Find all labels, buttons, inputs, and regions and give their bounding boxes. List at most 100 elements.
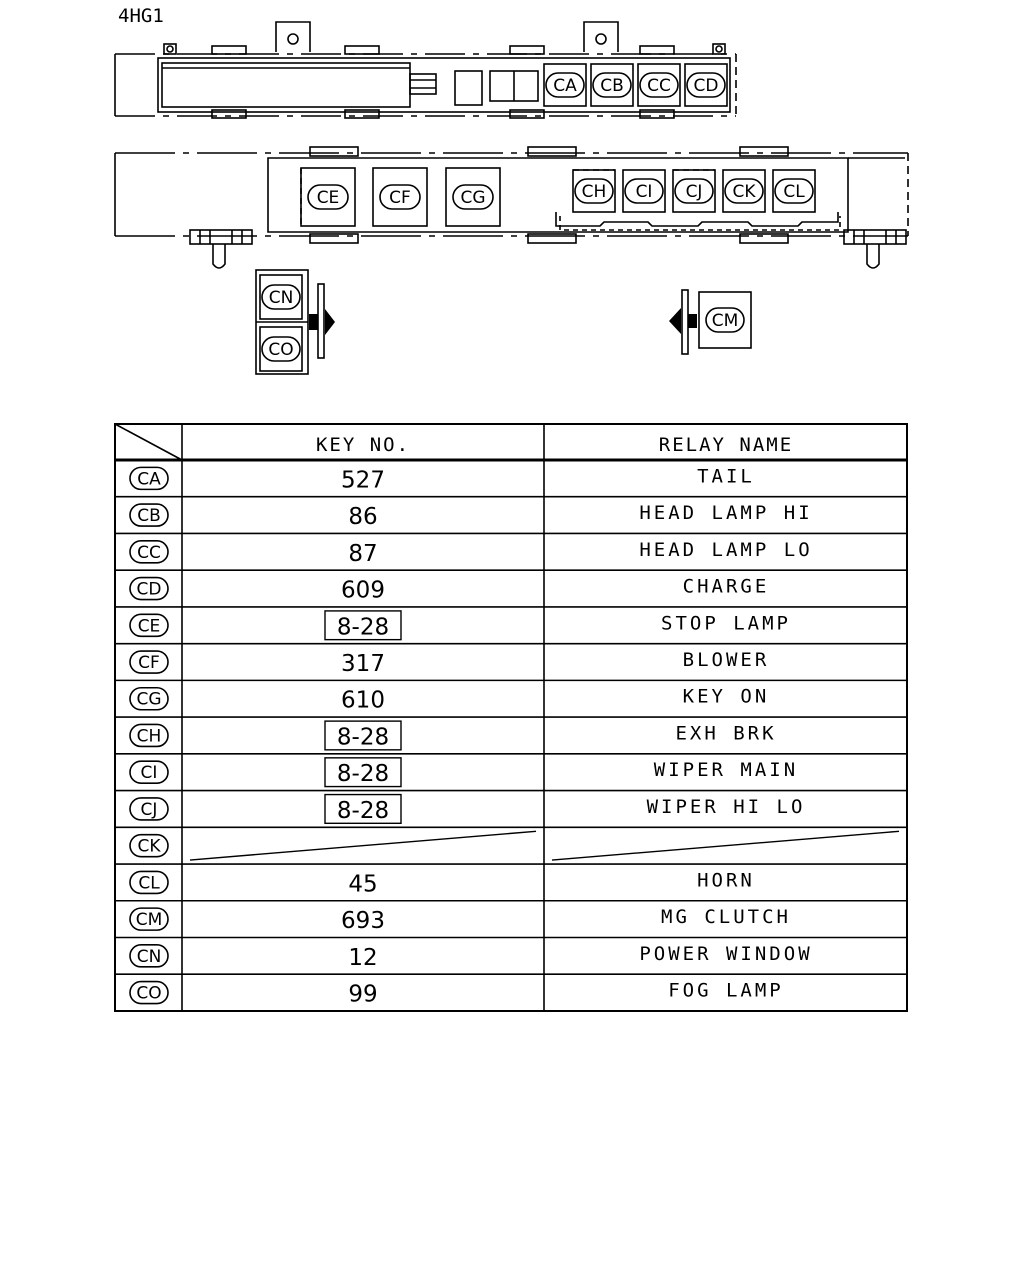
row-key-no: 45 (348, 871, 377, 897)
row-code-pill (129, 870, 169, 895)
table-row: CL 45 HORN (115, 869, 907, 902)
row-code: CD (137, 580, 162, 600)
connector-co-label: CO (268, 340, 293, 360)
row-relay-name: EXH BRK (675, 722, 776, 744)
left-relay-stack (255, 269, 325, 375)
row-relay-name: CHARGE (683, 576, 770, 598)
table-row: CK (115, 830, 907, 865)
row-relay-name: TAIL (697, 465, 755, 487)
row-key-no: 86 (348, 504, 377, 530)
connector-ca: CA (545, 72, 585, 98)
row-key-no: 610 (341, 688, 385, 714)
key-box (324, 793, 402, 825)
row-code-pill (129, 540, 169, 564)
key-box (324, 720, 402, 751)
connector-ck: CK (724, 178, 764, 204)
table-rows: CA 527 TAIL CB 86 HEAD LAMP HI CC 87 HEAD LAMP L… (115, 465, 907, 1008)
connector-cn-label: CN (269, 288, 294, 308)
connector-cd: CD (686, 72, 726, 98)
connector-cd-label: CD (694, 76, 719, 96)
connector-cc: CC (639, 72, 679, 98)
row-code: CF (138, 653, 160, 673)
row-relay-name: WIPER MAIN (654, 759, 798, 781)
model-label: 4HG1 (118, 5, 164, 27)
connector-cb-label: CB (600, 76, 624, 96)
row-code-pill (129, 723, 169, 748)
row-code: CH (137, 726, 162, 746)
row-key-no: 317 (341, 651, 385, 677)
row-code: CL (138, 873, 160, 893)
row-key-no: 8-28 (337, 614, 389, 640)
empty-name-slash (551, 830, 900, 861)
key-box (324, 757, 402, 788)
row-code: CA (137, 469, 161, 489)
connector-ca-label: CA (553, 76, 577, 96)
connector-ci: CI (624, 178, 664, 204)
connector-ch: CH (574, 178, 614, 204)
row-code: CI (141, 763, 158, 783)
right-single-arrow (669, 308, 697, 334)
row-relay-name: WIPER HI LO (647, 796, 806, 818)
top-relay-block (114, 21, 737, 119)
row-code: CB (137, 506, 161, 526)
table-row: CJ 8-28 WIPER HI LO (115, 793, 907, 829)
row-code-pill (129, 980, 169, 1005)
row-key-no: 12 (348, 945, 377, 971)
row-relay-name: HEAD LAMP LO (639, 539, 812, 561)
row-code-pill (129, 797, 169, 821)
table-row: CB 86 HEAD LAMP HI (115, 502, 907, 535)
connector-cb: CB (592, 72, 632, 98)
row-code-pill (129, 613, 169, 638)
table-row: CC 87 HEAD LAMP LO (115, 539, 907, 571)
table-row: CI 8-28 WIPER MAIN (115, 757, 907, 792)
row-code: CC (137, 543, 161, 563)
connector-cn: CN (261, 284, 301, 310)
row-code-pill (129, 833, 169, 858)
connector-cf: CF (379, 184, 421, 210)
row-relay-name: MG CLUTCH (661, 906, 791, 928)
corner-diagonal (114, 423, 183, 461)
row-key-no: 87 (348, 541, 377, 567)
connector-ck-label: CK (732, 182, 756, 202)
table-row: CA 527 TAIL (115, 465, 907, 498)
row-relay-name: POWER WINDOW (639, 943, 812, 965)
row-code: CK (137, 837, 161, 857)
row-code: CM (136, 910, 163, 930)
connector-cg: CG (452, 184, 494, 210)
table-row: CM 693 MG CLUTCH (115, 906, 907, 939)
row-key-no: 609 (341, 578, 385, 604)
row-key-no: 99 (348, 982, 377, 1008)
row-key-no: 8-28 (337, 724, 389, 750)
table-row: CH 8-28 EXH BRK (115, 720, 907, 755)
left-stack-arrow (309, 309, 335, 335)
table-row: CD 609 CHARGE (115, 576, 907, 608)
row-key-no: 8-28 (337, 761, 389, 787)
row-key-no: 527 (341, 467, 385, 493)
connector-cc-label: CC (647, 76, 671, 96)
connector-cg-label: CG (460, 188, 485, 208)
row-relay-name: STOP LAMP (661, 612, 791, 634)
connector-cj: CJ (674, 178, 714, 204)
row-key-no: 8-28 (337, 798, 389, 824)
row-code-pill (129, 503, 169, 527)
key-box (324, 610, 402, 641)
connector-cl-label: CL (783, 182, 805, 202)
connector-cf-label: CF (389, 188, 411, 208)
row-code: CJ (141, 800, 158, 820)
connector-cm-label: CM (712, 311, 739, 331)
connector-cj-label: CJ (686, 182, 703, 202)
row-code: CN (137, 947, 162, 967)
row-code-pill (129, 907, 169, 931)
row-key-no: 693 (341, 908, 385, 934)
row-code: CG (136, 690, 161, 710)
table-row: CN 12 POWER WINDOW (115, 943, 907, 976)
top-connector-labels: CA CB CC CD (545, 72, 726, 98)
row-code-pill (129, 466, 169, 491)
row-relay-name: HEAD LAMP HI (639, 502, 812, 524)
row-relay-name: HORN (697, 869, 755, 891)
